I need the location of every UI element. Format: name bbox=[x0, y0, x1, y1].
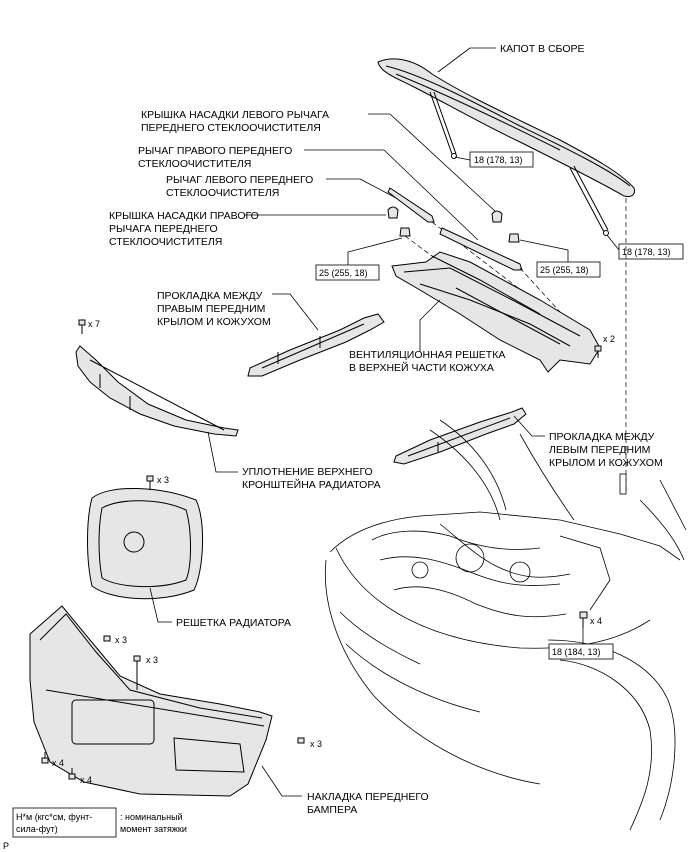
leader-lh-seal bbox=[513, 415, 545, 437]
hood-alignment-marker bbox=[619, 473, 627, 495]
label-bumper-2: БАМПЕРА bbox=[307, 804, 357, 816]
cowl-clip bbox=[594, 345, 602, 358]
count-x4-b: x 4 bbox=[80, 775, 92, 785]
torque-box-wiper-left bbox=[315, 264, 380, 281]
label-rh-seal-3: КРЫЛОМ И КОЖУХОМ bbox=[157, 316, 271, 328]
label-rh-wiper-arm-1: РЫЧАГ ПРАВОГО ПЕРЕДНЕГО bbox=[138, 145, 292, 157]
label-lh-seal-3: КРЫЛОМ И КОЖУХОМ bbox=[549, 457, 663, 469]
leader-grille bbox=[149, 587, 172, 623]
torque-box-hood-left bbox=[469, 151, 534, 168]
label-lh-seal-2: ЛЕВЫМ ПЕРЕДНИМ bbox=[549, 444, 650, 456]
label-bumper-1: НАКЛАДКА ПЕРЕДНЕГО bbox=[307, 791, 429, 803]
bumper-clip-b bbox=[133, 655, 141, 690]
label-radiator-seal-2: КРОНШТЕЙНА РАДИАТОРА bbox=[242, 478, 381, 491]
label-cowl-2: В ВЕРХНЕЙ ЧАСТИ КОЖУХА bbox=[349, 361, 494, 374]
label-rh-wiper-cap-3: СТЕКЛООЧИСТИТЕЛЯ bbox=[109, 236, 222, 248]
bumper-clip-a bbox=[103, 635, 111, 642]
leader-hood-2 bbox=[437, 47, 471, 73]
legend-desc-2: момент затяжки bbox=[120, 824, 187, 834]
bumper-clip-c bbox=[297, 737, 305, 744]
hood-support-left bbox=[429, 91, 457, 159]
count-x7: x 7 bbox=[88, 319, 100, 329]
bumper-screw-b bbox=[68, 768, 76, 780]
torque-wiper-right: 25 (255, 18) bbox=[540, 265, 589, 275]
count-x4-hood: x 4 bbox=[590, 616, 602, 626]
front-bumper-cover bbox=[29, 605, 273, 797]
rh-fender-to-cowl-seal bbox=[247, 313, 385, 377]
hood-support-right bbox=[569, 165, 609, 236]
count-x3-bumper-b: x 3 bbox=[146, 655, 158, 665]
legend-unit-1: Н*м (кгс*см, фунт- bbox=[16, 812, 92, 822]
lh-fender-to-cowl-seal bbox=[393, 407, 527, 465]
count-x3-bumper-a: x 3 bbox=[115, 635, 127, 645]
leader-lh-cap-2 bbox=[389, 113, 497, 213]
leader-torque-wiper-left bbox=[347, 237, 403, 265]
torque-wiper-left: 25 (255, 18) bbox=[319, 268, 368, 278]
legend-unit-2: сила-фут) bbox=[16, 824, 58, 834]
torque-box-hood-bolt bbox=[548, 643, 614, 660]
label-rh-seal-1: ПРОКЛАДКА МЕЖДУ bbox=[157, 290, 263, 302]
count-x4-a: x 4 bbox=[52, 758, 64, 768]
label-cowl-1: ВЕНТИЛЯЦИОННАЯ РЕШЕТКА bbox=[349, 349, 505, 361]
hood-assembly bbox=[377, 58, 635, 197]
corner-mark: P bbox=[3, 841, 9, 851]
torque-hood-left: 18 (178, 13) bbox=[474, 155, 523, 165]
grille-clip-x3 bbox=[146, 475, 154, 490]
leader-bumper bbox=[261, 765, 302, 797]
rh-wiper-cap bbox=[387, 206, 399, 219]
label-lh-wiper-arm-2: СТЕКЛООЧИСТИТЕЛЯ bbox=[166, 187, 279, 199]
count-x3-grille: x 3 bbox=[157, 475, 169, 485]
hood-bolt-x4 bbox=[579, 611, 588, 628]
radiator-support-seal bbox=[75, 345, 239, 437]
lh-wiper-cap bbox=[491, 210, 503, 223]
label-lh-wiper-arm-1: РЫЧАГ ЛЕВОГО ПЕРЕДНЕГО bbox=[166, 174, 313, 186]
legend-desc-1: : номинальный bbox=[120, 812, 183, 822]
torque-hood-right: 18 (178, 13) bbox=[622, 247, 671, 257]
torque-hood-bolt: 18 (184, 13) bbox=[552, 647, 601, 657]
count-x2: x 2 bbox=[603, 334, 615, 344]
label-radiator-seal-1: УПЛОТНЕНИЕ ВЕРХНЕГО bbox=[242, 466, 373, 478]
leader-torque-hood-right bbox=[606, 234, 620, 251]
legend-box bbox=[12, 807, 117, 838]
label-grille: РЕШЕТКА РАДИАТОРА bbox=[176, 617, 291, 629]
leader-radiator-seal bbox=[207, 431, 238, 473]
label-lh-seal-1: ПРОКЛАДКА МЕЖДУ bbox=[549, 431, 655, 443]
wiper-nut-right bbox=[508, 233, 520, 243]
count-x3-bumper-c: x 3 bbox=[310, 739, 322, 749]
label-rh-wiper-arm-2: СТЕКЛООЧИСТИТЕЛЯ bbox=[138, 158, 251, 170]
torque-box-wiper-right bbox=[536, 261, 601, 278]
leader-rh-seal bbox=[272, 293, 319, 331]
label-lh-wiper-cap-2: ПЕРЕДНЕГО СТЕКЛООЧИСТИТЕЛЯ bbox=[141, 122, 321, 134]
leader-torque-wiper-right bbox=[519, 239, 569, 262]
cowl-ventilator-louver bbox=[391, 251, 601, 373]
bumper-screw-a bbox=[41, 752, 49, 764]
radiator-grille bbox=[87, 487, 203, 600]
clip-x7 bbox=[78, 319, 86, 334]
label-rh-seal-2: ПРАВЫМ ПЕРЕДНИМ bbox=[157, 303, 265, 315]
leader-torque-hood-left bbox=[454, 156, 471, 161]
leader-cowl bbox=[419, 299, 441, 352]
leader-rh-arm-2 bbox=[383, 149, 479, 241]
label-rh-wiper-cap-2: РЫЧАГА ПЕРЕДНЕГО bbox=[109, 223, 218, 235]
label-rh-wiper-cap-1: КРЫШКА НАСАДКИ ПРАВОГО bbox=[109, 210, 259, 222]
label-hood: КАПОТ В СБОРЕ bbox=[500, 43, 585, 55]
torque-box-hood-right bbox=[618, 243, 684, 260]
label-lh-wiper-cap-1: КРЫШКА НАСАДКИ ЛЕВОГО РЫЧАГА bbox=[141, 109, 329, 121]
